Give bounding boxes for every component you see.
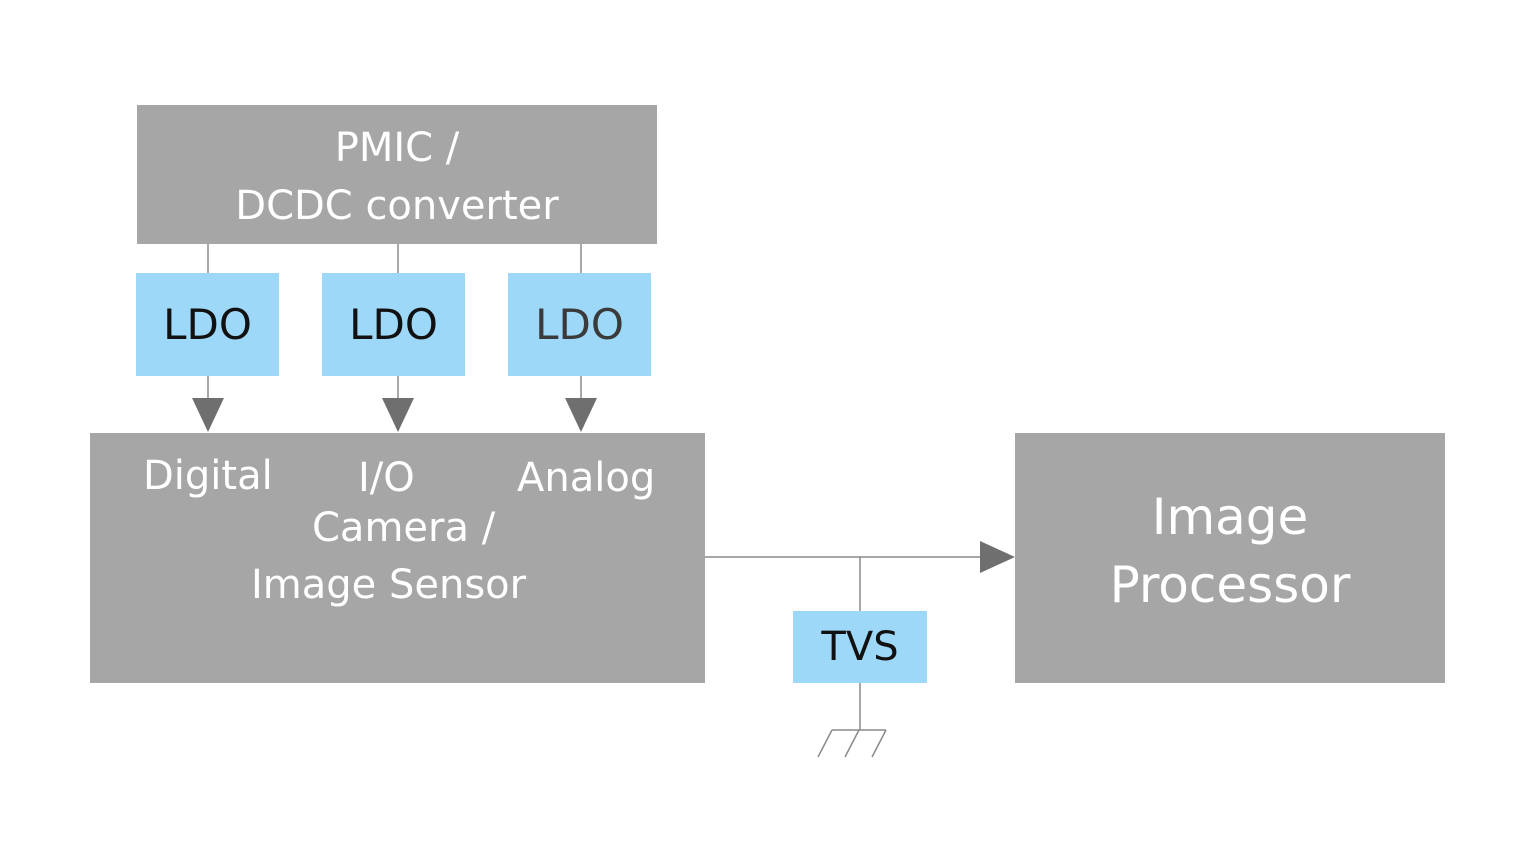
tvs-block: TVS (793, 611, 927, 683)
image-processor-block: Image Processor (1015, 433, 1445, 683)
ldo-block-io: LDO (322, 273, 465, 376)
pmic-title-line2: DCDC converter (235, 182, 559, 229)
processor-title-line2: Processor (1109, 556, 1351, 614)
ldo-block-digital: LDO (136, 273, 279, 376)
pmic-title-line1: PMIC / (334, 124, 460, 171)
camera-title-line2: Image Sensor (251, 562, 527, 608)
pmic-block: PMIC / DCDC converter (137, 105, 657, 244)
rail-label-digital: Digital (143, 453, 273, 499)
arrow-down-digital (192, 398, 224, 432)
ldo-block-analog: LDO (508, 273, 651, 376)
tvs-label: TVS (821, 624, 899, 670)
rail-label-analog: Analog (517, 455, 656, 501)
processor-title-line1: Image (1151, 488, 1309, 546)
ground-icon (817, 729, 887, 758)
camera-title-line1: Camera / (312, 505, 496, 551)
ldo-label: LDO (349, 300, 438, 349)
rail-label-io: I/O (358, 455, 415, 501)
ldo-label: LDO (163, 300, 252, 349)
arrow-down-analog (565, 398, 597, 432)
arrow-down-io (382, 398, 414, 432)
camera-sensor-block: Digital I/O Analog Camera / Image Sensor (90, 433, 705, 683)
arrow-right-processor (980, 541, 1015, 573)
ldo-label: LDO (535, 300, 624, 349)
